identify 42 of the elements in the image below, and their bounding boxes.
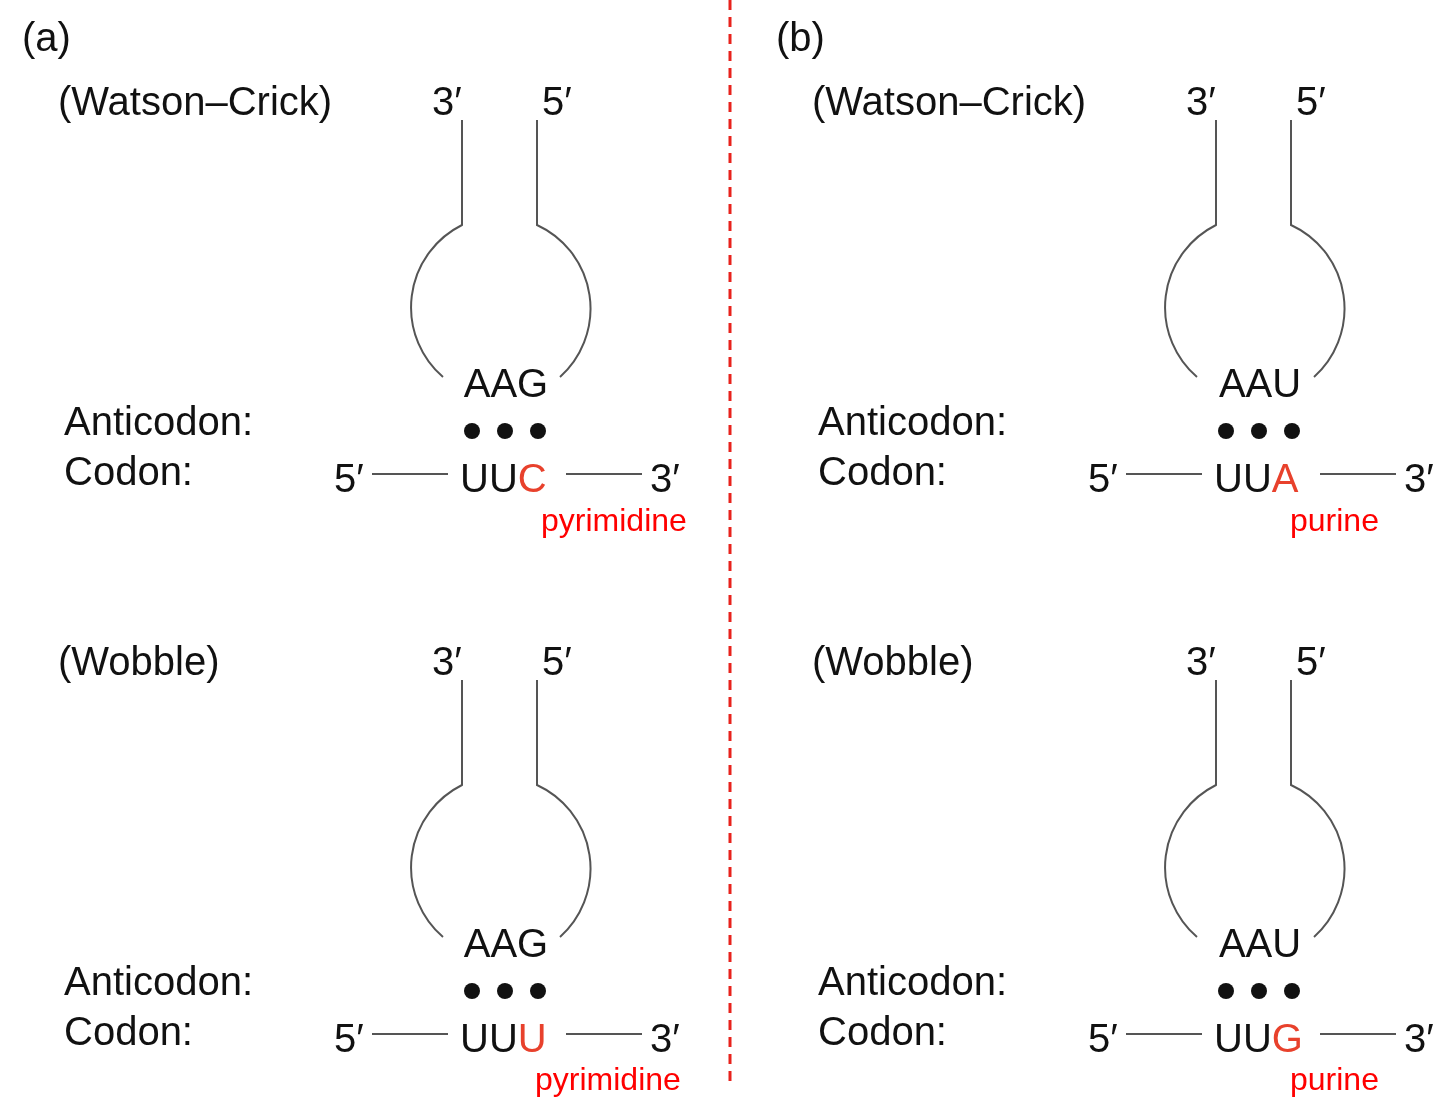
row-label: Anticodon:: [818, 958, 1008, 1004]
strand-end-label: 3′: [432, 638, 462, 684]
row-label: Anticodon:: [64, 398, 254, 444]
anticodon-sequence: AAU: [1218, 360, 1302, 406]
strand-end-label: 3′: [1404, 455, 1434, 501]
strand-end-label: 5′: [1088, 1015, 1118, 1061]
row-label: Codon:: [818, 1008, 947, 1054]
strand-end-label: 3′: [650, 1015, 680, 1061]
strand-end-label: 3′: [1404, 1015, 1434, 1061]
codon-sequence: UUG: [1214, 1015, 1303, 1061]
strand-end-label: 5′: [1088, 455, 1118, 501]
panel-letter: (a): [22, 14, 71, 60]
strand-end-label: 5′: [542, 78, 572, 124]
codon-sequence: UUA: [1214, 455, 1299, 501]
codon-sequence: UUC: [460, 455, 547, 501]
strand-end-label: 5′: [334, 1015, 364, 1061]
strand-end-label: 5′: [334, 455, 364, 501]
panel-heading: (Watson–Crick): [58, 78, 333, 124]
panel-heading: (Wobble): [58, 638, 220, 684]
row-label: Codon:: [818, 448, 947, 494]
strand-end-label: 5′: [542, 638, 572, 684]
strand-end-label: 3′: [1186, 78, 1216, 124]
strand-end-label: 5′: [1296, 78, 1326, 124]
panel-heading: (Wobble): [812, 638, 974, 684]
strand-end-label: 3′: [650, 455, 680, 501]
anticodon-sequence: AAU: [1218, 920, 1302, 966]
base-type-label: purine: [1290, 501, 1379, 539]
codon-sequence: UUU: [460, 1015, 547, 1061]
row-label: Anticodon:: [818, 398, 1008, 444]
anticodon-sequence: AAG: [463, 360, 549, 406]
row-label: Codon:: [64, 1008, 193, 1054]
base-type-label: pyrimidine: [541, 501, 687, 539]
strand-end-label: 3′: [1186, 638, 1216, 684]
anticodon-sequence: AAG: [463, 920, 549, 966]
panel-heading: (Watson–Crick): [812, 78, 1087, 124]
base-type-label: pyrimidine: [535, 1060, 681, 1098]
panel-letter: (b): [776, 14, 825, 60]
strand-end-label: 3′: [432, 78, 462, 124]
strand-end-label: 5′: [1296, 638, 1326, 684]
row-label: Codon:: [64, 448, 193, 494]
row-label: Anticodon:: [64, 958, 254, 1004]
base-type-label: purine: [1290, 1060, 1379, 1098]
